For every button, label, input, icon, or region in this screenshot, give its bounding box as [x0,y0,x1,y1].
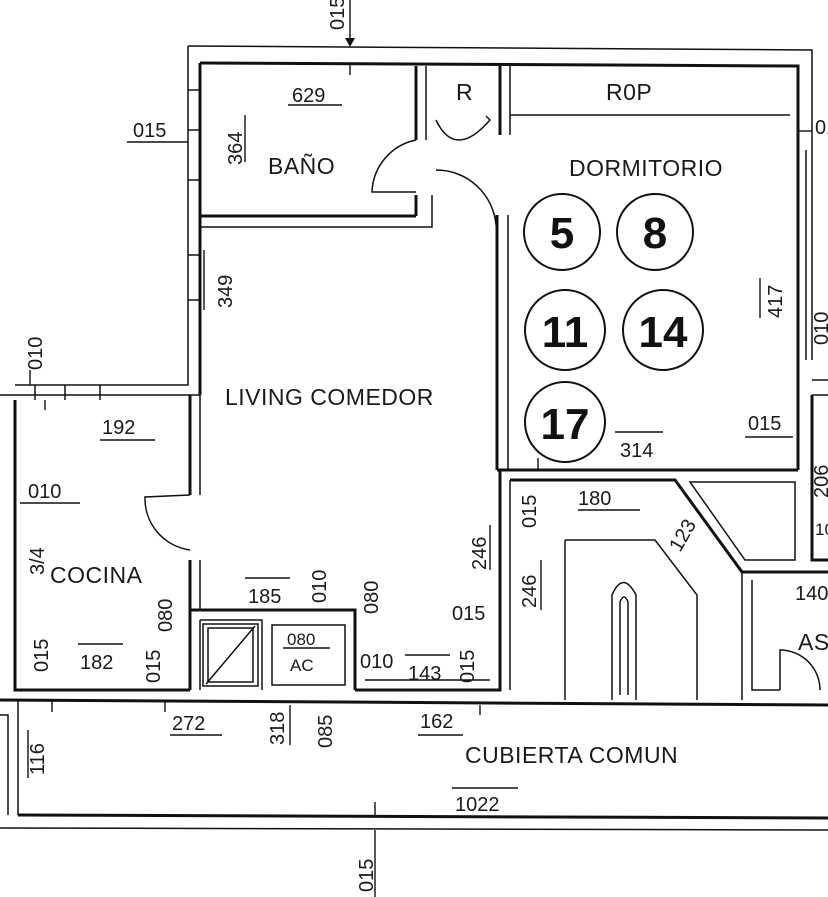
dim-cocina-015-left: 015 [31,639,53,672]
dim-dorm-314: 314 [620,440,653,462]
room-label-r: R [456,79,473,105]
dim-bano-width: 629 [292,85,325,107]
dim-corr-180: 180 [578,488,611,510]
room-label-ac: AC [290,656,314,675]
dim-bottom-010: 010 [360,651,393,673]
dim-bottom-143: 143 [408,663,441,685]
dim-left-010: 010 [25,337,47,370]
circled-number-8: 8 [643,209,667,258]
dim-bano-height: 364 [225,132,247,165]
dim-right-140: 140 [795,583,828,605]
room-label-as: AS [798,629,828,655]
room-label-cubierta: CUBIERTA COMUN [465,742,678,768]
room-label-dormitorio: DORMITORIO [569,155,723,181]
dim-bottom-015: 015 [457,650,479,683]
circled-number-17: 17 [541,400,590,449]
dim-cub-272: 272 [172,713,205,735]
dim-cocina-080: 080 [155,599,177,632]
dim-living-246: 246 [469,537,491,570]
doors [144,115,821,691]
dim-cocina-182: 182 [80,652,113,674]
dim-right-010: 010 [811,312,828,345]
room-label-cocina: COCINA [50,562,143,588]
dimension-lines [20,0,812,897]
dim-right-10: 10 [815,520,828,539]
circled-number-5: 5 [550,209,574,258]
shaft [202,623,259,687]
dim-cub-085: 085 [315,715,337,748]
circled-number-14: 14 [639,308,688,357]
dim-cub-318: 318 [267,712,289,745]
dim-bano-left: 015 [133,120,166,142]
dim-ac-080: 080 [287,630,315,649]
dim-bottom-axis-015: 015 [356,859,378,892]
dim-cub-1022: 1022 [455,794,500,816]
dim-corr-123: 123 [665,516,701,556]
dim-living-080: 080 [361,581,383,614]
walls [0,45,828,831]
room-label-rop: R0P [606,79,652,105]
dim-living-185: 185 [248,586,281,608]
dim-cocina-010: 010 [28,481,61,503]
dim-right-206: 206 [811,465,828,498]
dim-dorm-015: 015 [748,413,781,435]
dim-living-010: 010 [309,570,331,603]
dim-living-349: 349 [215,275,237,308]
dim-cub-162: 162 [420,711,453,733]
dim-dorm-417: 417 [765,285,787,318]
dim-cocina-015-right: 015 [143,650,165,683]
dim-cocina-192: 192 [102,417,135,439]
dim-corr-015: 015 [519,495,541,528]
dim-right-top: 01 [815,117,828,139]
circled-number-11: 11 [542,308,589,357]
dim-corr-246: 246 [519,575,541,608]
dim-cub-116: 116 [27,743,49,775]
circled-numbers: 5 8 11 14 17 [523,193,704,463]
dim-living-015: 015 [452,603,485,625]
room-label-living: LIVING COMEDOR [225,384,434,410]
dim-top-015: 015 [327,0,349,30]
room-label-bano: BAÑO [268,153,335,179]
dim-cocina-34: 3/4 [27,547,49,575]
